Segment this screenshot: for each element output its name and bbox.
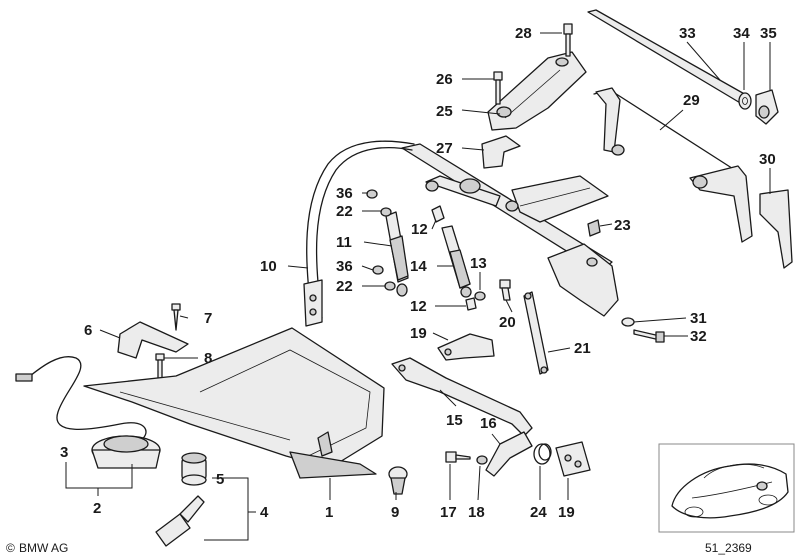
- callout-19-lower: 19: [558, 504, 575, 521]
- callout-16: 16: [480, 415, 497, 432]
- callout-3: 3: [60, 444, 68, 461]
- callout-14: 14: [410, 258, 427, 275]
- callout-7: 7: [204, 310, 212, 327]
- bracket-25: [487, 51, 587, 131]
- callout-22-top: 22: [336, 203, 353, 220]
- cable-3: [15, 356, 147, 441]
- hinge-6: [117, 321, 189, 359]
- lock-5: [181, 452, 207, 486]
- callout-22-bottom: 22: [336, 278, 353, 295]
- bolt-20: [499, 279, 511, 301]
- callout-20: 20: [499, 314, 516, 331]
- callout-32: 32: [690, 328, 707, 345]
- bracket-19-upper: [437, 333, 495, 361]
- screw-7: [171, 303, 181, 331]
- callout-27: 27: [436, 140, 453, 157]
- copyright-icon: ©: [6, 541, 15, 555]
- callout-33: 33: [679, 25, 696, 42]
- diagram-number: 51_2369: [705, 541, 752, 555]
- link-21: [523, 291, 549, 375]
- cover-30: [759, 189, 793, 269]
- handle-2: [91, 435, 161, 469]
- callout-21: 21: [574, 340, 591, 357]
- callout-19-upper: 19: [410, 325, 427, 342]
- part-drawings: [15, 9, 793, 547]
- callout-26: 26: [436, 71, 453, 88]
- callout-6: 6: [84, 322, 92, 339]
- callout-2: 2: [93, 500, 101, 517]
- callout-36-bottom: 36: [336, 258, 353, 275]
- bmw-logo-text: BMW AG: [19, 541, 68, 555]
- callout-1: 1: [325, 504, 333, 521]
- screw-28: [563, 23, 573, 57]
- key-4: [155, 495, 205, 547]
- clip-12-top: [431, 205, 445, 223]
- callout-15: 15: [446, 412, 463, 429]
- callout-11: 11: [336, 234, 352, 251]
- clip-12-bottom: [465, 297, 477, 311]
- cross-beam: [401, 143, 619, 317]
- bolt-8: [155, 353, 165, 381]
- linkage-16: [485, 431, 533, 477]
- leader-lines: [65, 32, 771, 541]
- callout-25: 25: [436, 103, 453, 120]
- bolt-32: [633, 329, 665, 343]
- footer-logo: © BMW AG: [6, 541, 68, 555]
- screw-26: [493, 71, 503, 105]
- frame-29: [593, 87, 753, 243]
- strut-11: [385, 211, 409, 297]
- glovebox-1: [83, 327, 385, 479]
- bracket-27: [481, 135, 521, 169]
- arm-10: [303, 140, 415, 327]
- callout-12-top: 12: [411, 221, 428, 238]
- callout-8: 8: [204, 350, 212, 367]
- spring-24: [533, 443, 552, 465]
- callout-29: 29: [683, 92, 700, 109]
- screw-17: [445, 451, 471, 463]
- callout-17: 17: [440, 504, 457, 521]
- callout-36-top: 36: [336, 185, 353, 202]
- strut-14: [441, 225, 472, 298]
- nut-18: [476, 455, 488, 465]
- callout-28: 28: [515, 25, 532, 42]
- callout-30: 30: [759, 151, 776, 168]
- knob-23: [587, 219, 601, 237]
- callout-23: 23: [614, 217, 631, 234]
- callout-31: 31: [690, 310, 707, 327]
- callout-18: 18: [468, 504, 485, 521]
- callout-35: 35: [760, 25, 777, 42]
- callout-5: 5: [216, 471, 224, 488]
- car-location-inset: 51_2369: [658, 443, 795, 555]
- callout-12-bottom: 12: [410, 298, 427, 315]
- washer-34: [738, 92, 752, 110]
- plate-19-lower: [555, 441, 591, 477]
- callout-10: 10: [260, 258, 277, 275]
- callout-9: 9: [391, 504, 399, 521]
- knob-9: [388, 466, 408, 495]
- car-icon: [671, 463, 789, 519]
- cap-35: [755, 89, 779, 125]
- callout-labels: 28 33 34 35 26 25 29 27 30 36 22 23 12 1…: [60, 25, 777, 521]
- lever-15: [391, 357, 533, 437]
- callout-4: 4: [260, 504, 269, 521]
- clip-31: [621, 317, 635, 327]
- callout-13: 13: [470, 255, 487, 272]
- callout-24: 24: [530, 504, 547, 521]
- callout-34: 34: [733, 25, 750, 42]
- washers: [366, 189, 486, 301]
